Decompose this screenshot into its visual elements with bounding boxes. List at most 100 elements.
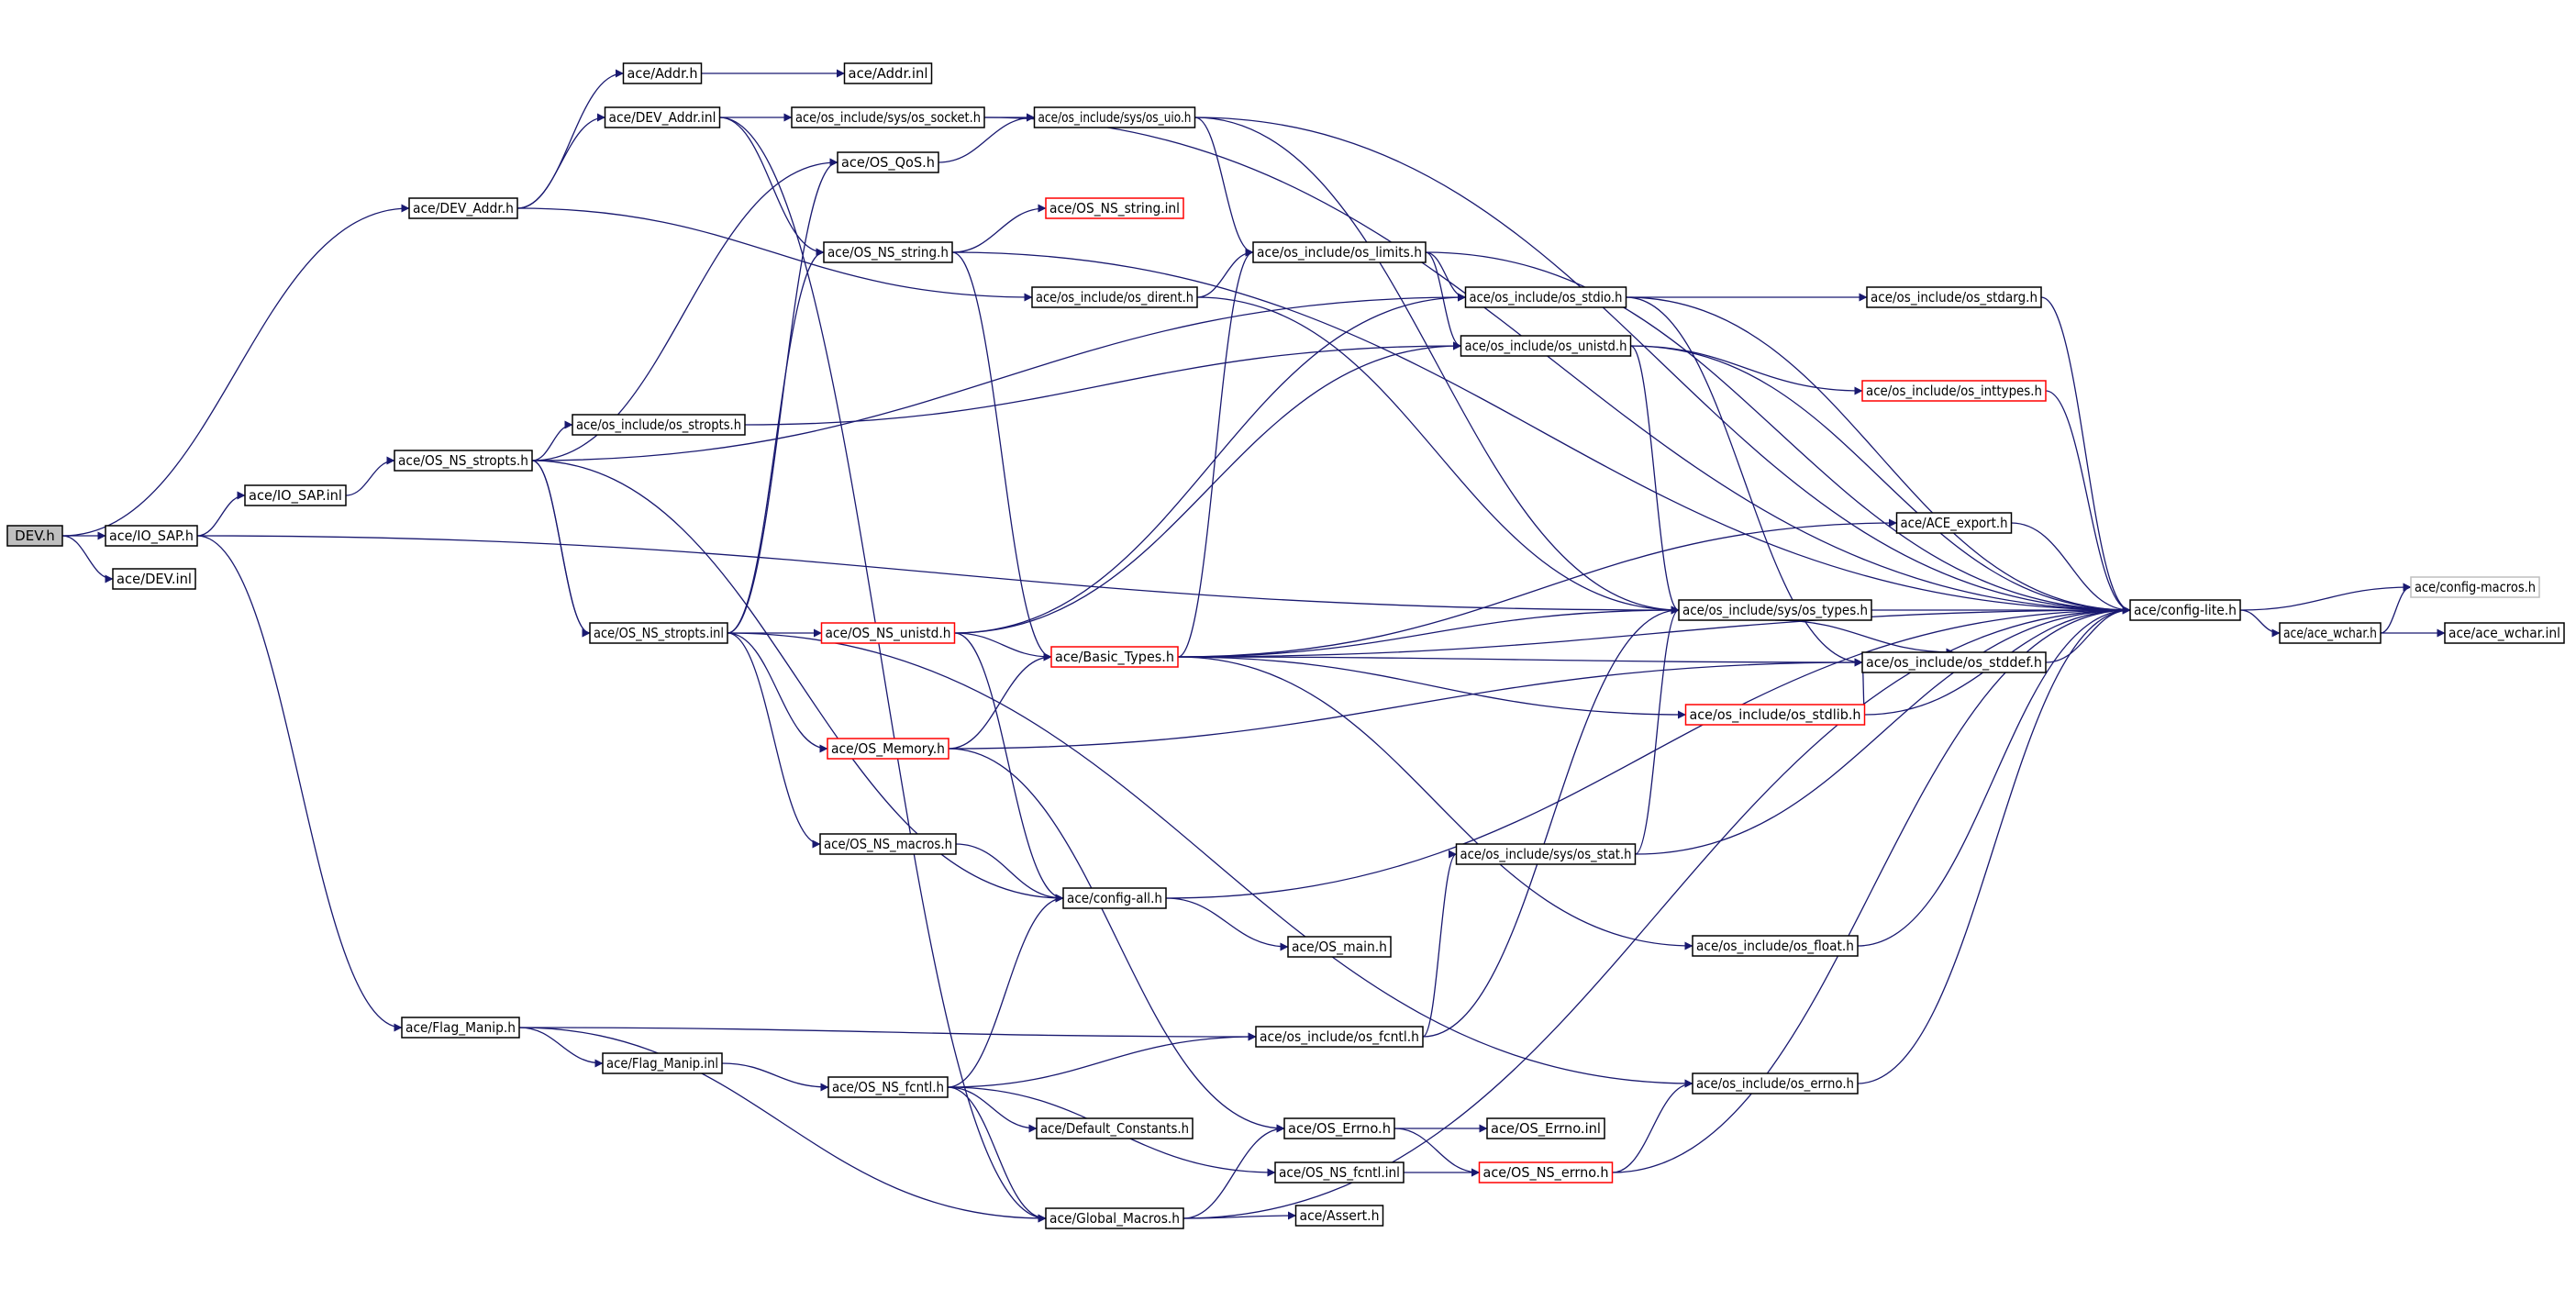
node-box <box>1045 1207 1184 1229</box>
node-os-ns-fcntl-h[interactable]: ace/OS_NS_fcntl.h <box>827 1076 949 1098</box>
edge-os-memory-h-to-os-stddef-h <box>948 658 1863 750</box>
edge-basic-types-h-to-os-types-h <box>1177 606 1680 658</box>
node-box <box>1050 646 1179 668</box>
node-os-stddef-h[interactable]: ace/os_include/os_stddef.h <box>1861 651 2047 673</box>
node-box <box>2444 622 2565 644</box>
node-box <box>1895 512 2013 534</box>
node-box <box>1274 1161 1405 1183</box>
node-config-all-h[interactable]: ace/config-all.h <box>1062 887 1167 909</box>
node-os-stdlib-h[interactable]: ace/os_include/os_stdlib.h <box>1684 704 1866 726</box>
node-os-dirent-h[interactable]: ace/os_include/os_dirent.h <box>1031 286 1198 308</box>
node-assert-h[interactable]: ace/Assert.h <box>1294 1205 1384 1227</box>
node-os-stdio-h[interactable]: ace/os_include/os_stdio.h <box>1464 286 1627 308</box>
node-flag-manip-inl[interactable]: ace/Flag_Manip.inl <box>602 1052 723 1074</box>
node-label: ace/os_include/os_inttypes.h <box>1866 383 2042 400</box>
node-os-socket-h[interactable]: ace/os_include/sys/os_socket.h <box>791 106 985 128</box>
node-os-errno-h[interactable]: ace/os_include/os_errno.h <box>1692 1072 1859 1095</box>
node-label: ace/os_include/os_stddef.h <box>1866 654 2042 672</box>
node-os-ns-errno-h[interactable]: ace/OS_NS_errno.h <box>1478 1161 1614 1183</box>
node-os-errno-ace-h[interactable]: ace/OS_Errno.h <box>1283 1117 1395 1139</box>
node-ace-addr-inl[interactable]: ace/Addr.inl <box>843 62 933 84</box>
node-label: ace/os_include/os_stdio.h <box>1470 289 1623 306</box>
node-dev-h[interactable]: DEV.h <box>6 525 63 547</box>
node-ace-wchar-inl[interactable]: ace/ace_wchar.inl <box>2444 622 2565 644</box>
node-os-include-stropts-h[interactable]: ace/os_include/os_stropts.h <box>572 414 746 436</box>
edge-os-ns-stropts-inl-to-os-errno-h <box>727 632 1693 1088</box>
node-io-sap-inl[interactable]: ace/IO_SAP.inl <box>244 484 347 506</box>
node-os-main-h[interactable]: ace/OS_main.h <box>1287 936 1392 958</box>
node-box <box>843 62 933 84</box>
node-os-limits-h[interactable]: ace/os_include/os_limits.h <box>1252 241 1427 263</box>
node-os-inttypes-h[interactable]: ace/os_include/os_inttypes.h <box>1861 380 2047 402</box>
node-os-ns-fcntl-inl[interactable]: ace/OS_NS_fcntl.inl <box>1274 1161 1405 1183</box>
node-box <box>589 622 728 644</box>
node-os-ns-string-inl[interactable]: ace/OS_NS_string.inl <box>1045 197 1184 219</box>
node-label: ace/Addr.h <box>627 65 698 82</box>
edge-os-unistd-h-to-os-types-h <box>1630 345 1680 615</box>
node-ace-dev-addr-inl[interactable]: ace/DEV_Addr.inl <box>604 106 721 128</box>
node-os-float-h[interactable]: ace/os_include/os_float.h <box>1692 935 1859 957</box>
node-label: ace/Assert.h <box>1300 1207 1380 1224</box>
edge-basic-types-h-to-os-stddef-h <box>1177 656 1863 667</box>
edge-os-dirent-h-to-os-types-h <box>1196 296 1680 615</box>
node-ace-addr-h[interactable]: ace/Addr.h <box>622 62 703 84</box>
node-label: ace/config-all.h <box>1067 890 1162 906</box>
node-os-memory-h[interactable]: ace/OS_Memory.h <box>827 738 949 760</box>
node-ace-dev-addr-h[interactable]: ace/DEV_Addr.h <box>408 197 518 219</box>
node-label: ace/IO_SAP.h <box>109 528 194 545</box>
node-basic-types-h[interactable]: ace/Basic_Types.h <box>1050 646 1179 668</box>
node-default-constants-h[interactable]: ace/Default_Constants.h <box>1036 1117 1194 1139</box>
node-os-qos-h[interactable]: ace/OS_QoS.h <box>837 151 939 173</box>
node-label: ace/OS_Memory.h <box>831 740 945 758</box>
node-ace-wchar-h[interactable]: ace/ace_wchar.h <box>2279 622 2382 644</box>
node-label: ace/OS_NS_stropts.h <box>398 452 528 470</box>
node-ace-io-sap-h[interactable]: ace/IO_SAP.h <box>105 525 198 547</box>
node-flag-manip-h[interactable]: ace/Flag_Manip.h <box>401 1017 520 1039</box>
node-label: ace/Default_Constants.h <box>1040 1120 1189 1138</box>
node-box <box>1486 1117 1605 1139</box>
edge-os-stdio-h-to-config-lite-h <box>1626 296 2131 615</box>
node-box <box>837 151 939 173</box>
node-global-macros-h[interactable]: ace/Global_Macros.h <box>1045 1207 1184 1229</box>
node-label: ace/config-lite.h <box>2134 602 2237 618</box>
node-os-ns-string-h[interactable]: ace/OS_NS_string.h <box>823 241 953 263</box>
node-os-ns-macros-h[interactable]: ace/OS_NS_macros.h <box>819 833 957 855</box>
node-os-uio-h[interactable]: ace/os_include/sys/os_uio.h <box>1033 106 1196 128</box>
edge-os-ns-stropts-inl-to-os-ns-macros-h <box>727 632 821 849</box>
node-ace-export-h[interactable]: ace/ACE_export.h <box>1895 512 2013 534</box>
node-ace-dev-inl[interactable]: ace/DEV.inl <box>112 568 196 590</box>
node-label: ace/Addr.inl <box>849 65 928 82</box>
edge-config-lite-h-to-config-macros-h <box>2239 583 2412 611</box>
edge-os-ns-errno-h-to-config-lite-h <box>1612 606 2131 1173</box>
edge-os-inttypes-h-to-config-lite-h <box>2045 390 2131 615</box>
node-box <box>244 484 347 506</box>
node-label: ace/os_include/os_stropts.h <box>576 417 741 434</box>
node-label: ace/OS_NS_errno.h <box>1483 1164 1609 1182</box>
node-os-ns-stropts-h[interactable]: ace/OS_NS_stropts.h <box>394 450 533 472</box>
node-os-stdarg-h[interactable]: ace/os_include/os_stdarg.h <box>1866 286 2042 308</box>
node-config-macros-h[interactable]: ace/config-macros.h <box>2410 576 2540 598</box>
node-os-errno-inl[interactable]: ace/OS_Errno.inl <box>1486 1117 1605 1139</box>
edge-basic-types-h-to-ace-export-h <box>1177 518 1897 658</box>
node-os-fcntl-h[interactable]: ace/os_include/os_fcntl.h <box>1255 1026 1424 1048</box>
edge-os-ns-stropts-h-to-os-include-stropts-h <box>531 420 573 461</box>
node-os-types-h[interactable]: ace/os_include/sys/os_types.h <box>1678 599 1872 621</box>
node-label: ace/OS_Errno.h <box>1288 1120 1391 1138</box>
node-box <box>1255 1026 1424 1048</box>
edge-os-ns-unistd-h-to-basic-types-h <box>954 632 1052 661</box>
node-config-lite-h[interactable]: ace/config-lite.h <box>2129 599 2241 621</box>
node-os-ns-stropts-inl[interactable]: ace/OS_NS_stropts.inl <box>589 622 728 644</box>
edge-os-ns-stropts-inl-to-os-qos-h <box>727 158 838 634</box>
node-os-unistd-h[interactable]: ace/os_include/os_unistd.h <box>1460 335 1632 357</box>
node-box <box>1062 887 1167 909</box>
node-label: ace/os_include/os_dirent.h <box>1036 289 1194 306</box>
edge-global-macros-h-to-os-errno-ace-h <box>1183 1124 1285 1219</box>
node-label: ace/os_include/os_stdlib.h <box>1690 706 1861 724</box>
dependency-nodes: DEV.h ace/DEV_Addr.h ace/IO_SAP.h ace/DEV.i… <box>6 62 2565 1229</box>
edge-os-unistd-h-to-os-inttypes-h <box>1630 345 1863 395</box>
node-os-ns-unistd-h[interactable]: ace/OS_NS_unistd.h <box>820 622 956 644</box>
node-label: ace/OS_NS_fcntl.h <box>832 1079 944 1096</box>
node-os-stat-h[interactable]: ace/os_include/sys/os_stat.h <box>1455 843 1637 865</box>
edge-flag-manip-h-to-flag-manip-inl <box>518 1027 604 1068</box>
